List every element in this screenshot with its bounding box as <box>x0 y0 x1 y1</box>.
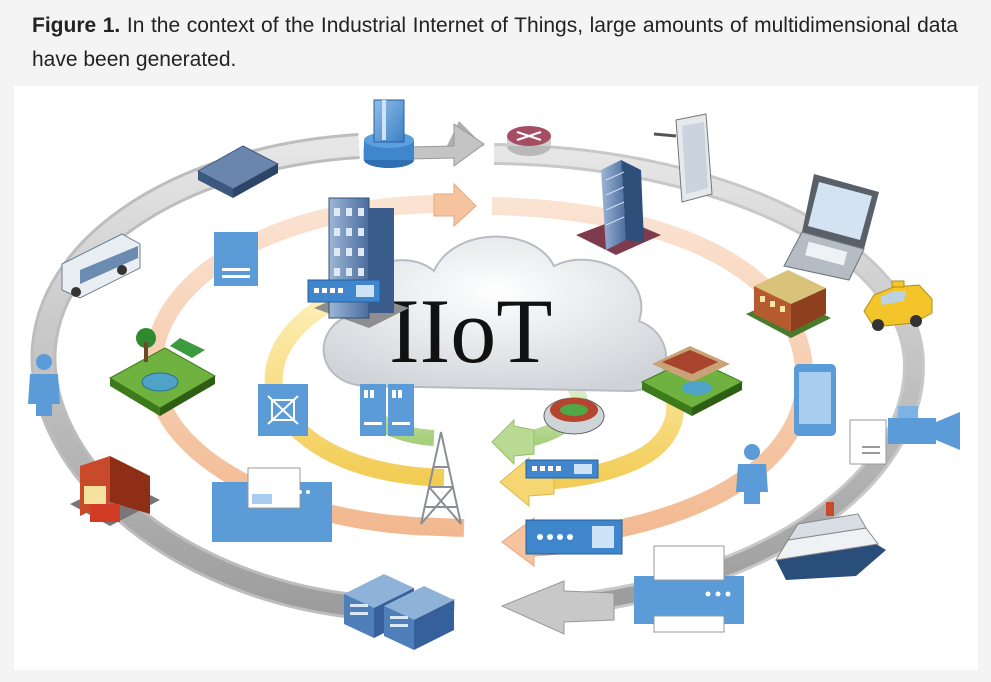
printer-icon-2 <box>634 545 744 633</box>
network-switch-icon <box>196 145 280 198</box>
person-icon <box>28 354 60 416</box>
cell-tower-icon <box>420 431 462 525</box>
skyscraper-icon <box>576 160 661 255</box>
camera-icon <box>888 406 960 450</box>
ferry-ship-icon <box>775 502 886 580</box>
figure-label: Figure 1. <box>32 14 121 37</box>
fire-station-icon <box>70 456 160 526</box>
laptop-icon <box>783 174 879 281</box>
iiot-label: IIoT <box>389 280 552 382</box>
ethernet-switch-icon-2 <box>525 459 599 479</box>
smartphone-icon <box>794 364 836 436</box>
ethernet-switch-icon <box>307 279 381 303</box>
rack-server-icon <box>360 384 414 436</box>
iiot-diagram: IIoT <box>14 86 978 670</box>
modem-icon <box>525 519 623 555</box>
park-icon <box>108 328 217 416</box>
figure-caption-text: In the context of the Industrial Interne… <box>32 14 958 71</box>
taxi-car-icon <box>863 280 933 331</box>
resort-pool-icon <box>640 346 744 416</box>
server-panel-icon <box>214 232 258 286</box>
iiot-cloud: IIoT <box>322 235 667 393</box>
figure-caption: Figure 1. In the context of the Industri… <box>32 9 958 77</box>
data-center-icon <box>344 574 454 650</box>
wall-tablet-icon <box>653 113 713 203</box>
bus-icon <box>61 233 141 299</box>
hotel-building-icon <box>746 270 831 338</box>
stadium-icon <box>543 397 605 435</box>
document-icon <box>849 419 887 465</box>
router-icon <box>507 126 551 156</box>
printer-icon <box>212 467 332 542</box>
server-tower-icon <box>364 99 414 168</box>
network-hub-icon <box>258 384 308 436</box>
person-icon-2 <box>736 444 768 504</box>
